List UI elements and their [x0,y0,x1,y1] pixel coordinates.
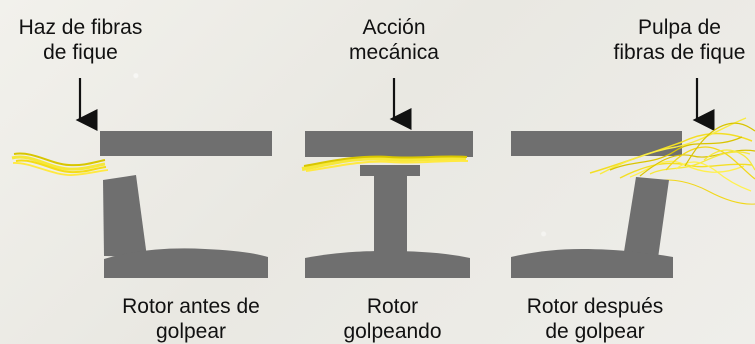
bottom-label-line: Rotor después [526,295,664,318]
rotor-arm [103,175,147,257]
top-label-line: fibras de fique [613,41,746,64]
stage-after-strike [511,78,755,278]
rotor-base [511,249,673,278]
bottom-label-line: de golpear [545,320,645,343]
bottom-label-line: Rotor [366,295,419,318]
rotor-arm [623,177,669,258]
stage-before-strike [11,78,272,278]
upper-plate [511,131,682,156]
bottom-label-before-strike: Rotor antes de golpear [111,294,271,344]
upper-plate [305,131,473,157]
top-label-line: mecánica [349,41,439,64]
fiber-bundle [11,152,109,176]
top-label-fiber-pulp: Pulpa de fibras de fique [607,15,752,65]
top-label-line: Haz de fibras [18,16,143,39]
rotor-base [305,251,470,278]
top-label-mechanical-action: Acción mecánica [334,15,454,65]
top-label-line: Pulpa de [638,16,721,39]
top-label-line: Acción [362,16,426,39]
top-label-line: de fique [43,41,118,64]
bottom-label-line: golpear [155,320,227,343]
rotor-base [104,248,268,278]
bottom-label-line: golpeando [343,320,442,343]
upper-plate [100,131,272,156]
fiber-pulp [589,117,755,205]
compressed-fiber-bundle [301,155,469,172]
bottom-label-line: Rotor antes de [122,295,260,318]
stage-striking [301,78,473,278]
rotor-hammer [360,165,420,258]
top-label-fiber-bundle: Haz de fibras de fique [8,15,153,65]
bottom-label-after-strike: Rotor después de golpear [511,294,679,344]
bottom-label-striking: Rotor golpeando [330,294,455,344]
